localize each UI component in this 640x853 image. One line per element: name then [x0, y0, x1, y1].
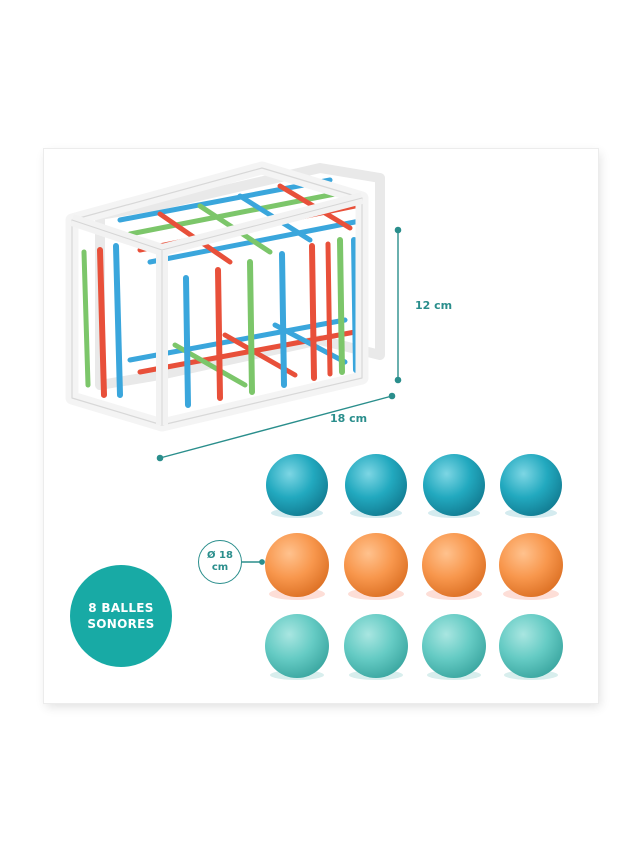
elastic-bands	[81, 177, 368, 408]
ball	[266, 454, 328, 516]
dimension-lines	[156, 226, 402, 565]
ball	[344, 614, 408, 678]
ball-row-aqua	[265, 614, 563, 680]
badge-line2: SONORES	[87, 617, 155, 631]
ball	[422, 533, 486, 597]
ball-diameter-label: Ø 18 cm	[198, 540, 242, 584]
ball	[500, 454, 562, 516]
badge-line1: 8 BALLES	[88, 601, 154, 615]
cube-front-frame	[65, 161, 369, 432]
ball	[423, 454, 485, 516]
ball	[499, 533, 563, 597]
ball	[344, 533, 408, 597]
ball	[499, 614, 563, 678]
ball-diameter-line1: Ø 18	[207, 550, 233, 561]
height-label: 12 cm	[415, 299, 453, 312]
ball-row-blue	[266, 454, 562, 518]
ball	[422, 614, 486, 678]
balls-count-badge: 8 BALLES SONORES	[70, 565, 172, 667]
width-label: 18 cm	[330, 412, 368, 425]
ball-diameter-line2: cm	[211, 562, 229, 573]
ball	[265, 614, 329, 678]
balls	[265, 454, 563, 680]
ball	[265, 533, 329, 597]
ball	[345, 454, 407, 516]
ball-row-orange	[265, 533, 563, 600]
